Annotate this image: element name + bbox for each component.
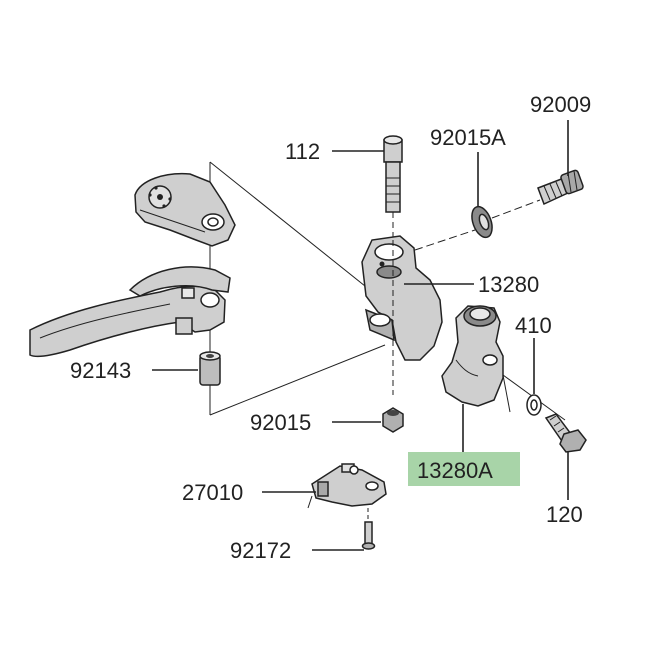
leader-lines <box>152 120 569 551</box>
clamp-bolt-part <box>544 413 587 453</box>
pivot-bolt-part <box>383 135 403 240</box>
master-cylinder-holder-part <box>361 229 476 395</box>
label-92015: 92015 <box>250 410 311 435</box>
washer-part <box>471 199 541 239</box>
label-92143: 92143 <box>70 358 131 383</box>
label-120: 120 <box>546 502 583 527</box>
switch-screw-part <box>361 521 376 550</box>
brake-lever-part <box>29 266 231 358</box>
label-112: 112 <box>285 139 320 164</box>
label-13280A: 13280A <box>417 458 493 483</box>
brake-light-switch-part <box>307 463 387 520</box>
adjuster-plate-part <box>134 172 236 247</box>
label-92015A: 92015A <box>430 125 506 150</box>
small-washer-part <box>526 394 542 416</box>
label-27010: 27010 <box>182 480 243 505</box>
nut-part <box>382 407 404 433</box>
highlight-box <box>408 452 520 486</box>
clamp-part <box>441 305 504 407</box>
adjuster-screw-part <box>537 169 584 206</box>
bushing-part <box>199 351 221 386</box>
label-92009: 92009 <box>530 92 591 117</box>
label-13280: 13280 <box>478 272 539 297</box>
label-410: 410 <box>515 313 552 338</box>
label-92172: 92172 <box>230 538 291 563</box>
